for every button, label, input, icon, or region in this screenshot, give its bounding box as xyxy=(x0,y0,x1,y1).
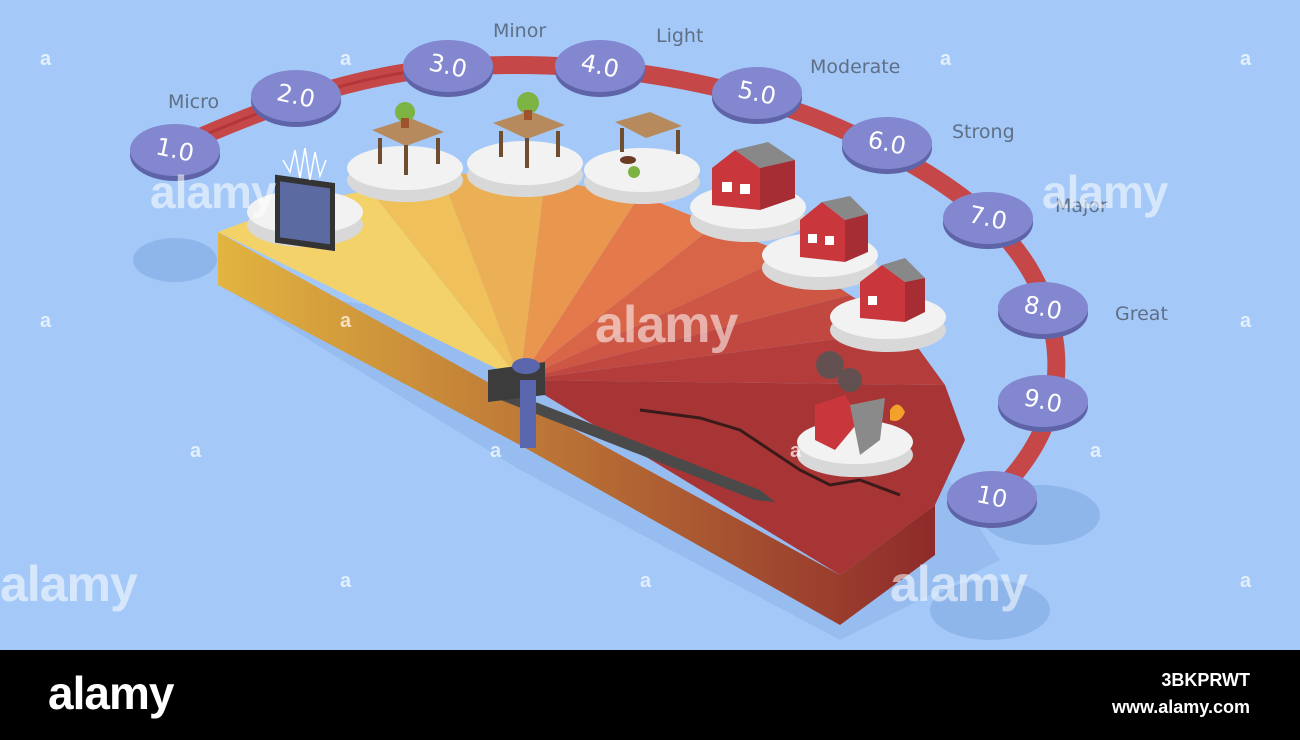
stock-footer: alamy 3BKPRWT www.alamy.com xyxy=(0,650,1300,740)
scale-graphic: 1.0 2.0 3.0 4.0 5.0 6.07.0 8.0 9.0 10 Micro Minor… xyxy=(130,20,1168,640)
level-badge-1: 1.0 xyxy=(130,124,220,181)
level-badge-3: 3.0 xyxy=(403,40,493,97)
image-id: 3BKPRWT xyxy=(1161,670,1250,690)
pedestal-table-2 xyxy=(467,92,583,197)
pedestal-table-3 xyxy=(584,112,700,204)
pedestal-ruins xyxy=(797,351,913,477)
level-badge-9: 9.0 xyxy=(998,375,1088,432)
level-badge-4: 4.0 xyxy=(555,40,645,97)
pedestals xyxy=(247,92,946,477)
level-badge-10: 10 xyxy=(947,471,1037,528)
category-label-great: Great xyxy=(1115,303,1168,325)
gauge-sectors xyxy=(218,172,965,575)
category-label-moderate: Moderate xyxy=(810,56,900,78)
pedestal-table-1 xyxy=(347,102,463,202)
pedestal-house-1 xyxy=(690,142,806,242)
gauge-side-wall xyxy=(218,232,935,625)
category-label-light: Light xyxy=(656,25,703,47)
level-badge-8: 8.0 xyxy=(998,282,1088,339)
category-label-major: Major xyxy=(1055,195,1108,217)
category-label-minor: Minor xyxy=(493,20,546,42)
ground-crack xyxy=(639,408,901,497)
pedestal-house-3 xyxy=(830,258,946,352)
level-badge-value: 10 xyxy=(974,480,1010,514)
level-badge-7: 7.0 xyxy=(943,192,1033,249)
gauge-needle xyxy=(488,358,775,502)
level-badge-5: 5.0 xyxy=(712,67,802,124)
pedestal-house-2 xyxy=(762,196,878,290)
level-badges: 1.0 2.0 3.0 4.0 5.0 6.07.0 8.0 9.0 10 xyxy=(130,40,1088,528)
site-url: www.alamy.com xyxy=(1111,697,1250,717)
level-badge-2: 2.0 xyxy=(251,70,341,127)
category-label-strong: Strong xyxy=(952,121,1015,143)
pedestal-monitor xyxy=(247,147,363,252)
brand-logo: alamy xyxy=(48,667,174,719)
category-label-micro: Micro xyxy=(168,91,219,113)
level-badge-6: 6.0 xyxy=(842,117,932,174)
